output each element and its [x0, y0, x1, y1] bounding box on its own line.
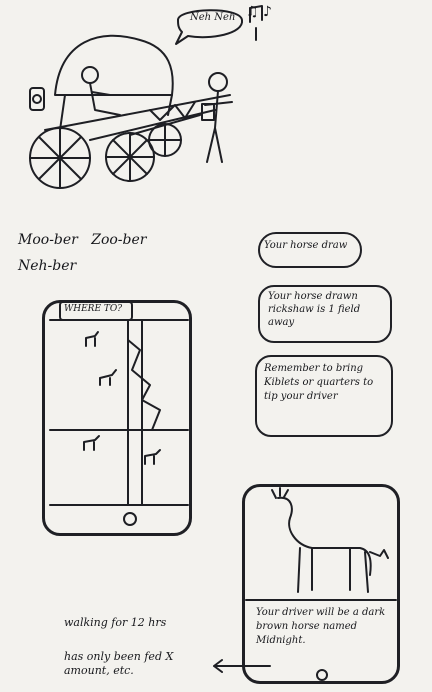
notification-bubble-2: [255, 355, 393, 437]
carriage-sketch: [29, 5, 263, 189]
notification-text-2: Remember to bring Kiblets or quarters to…: [264, 363, 374, 402]
notification-text-1: Your horse drawn rickshaw is 1 field awa…: [268, 291, 361, 328]
notification-bubble-1: [258, 285, 392, 343]
name-ideas-line2: Neh-ber: [18, 258, 77, 274]
search-input[interactable]: WHERE TO?: [64, 304, 123, 314]
speech-bubble-text: Neh Neh: [190, 12, 236, 23]
driver-caption: Your driver will be a dark brown horse n…: [256, 607, 386, 646]
logo-text: Your horse draw: [264, 240, 348, 251]
music-notes: ♫ ♪: [246, 4, 272, 20]
logo-bubble: [258, 232, 362, 268]
phone-driver-screen: [242, 484, 400, 684]
note-2: has only been fed X amount, etc.: [64, 650, 174, 677]
note-1: walking for 12 hrs: [64, 616, 167, 629]
name-ideas-line1: Moo-ber Zoo-ber: [18, 232, 147, 248]
